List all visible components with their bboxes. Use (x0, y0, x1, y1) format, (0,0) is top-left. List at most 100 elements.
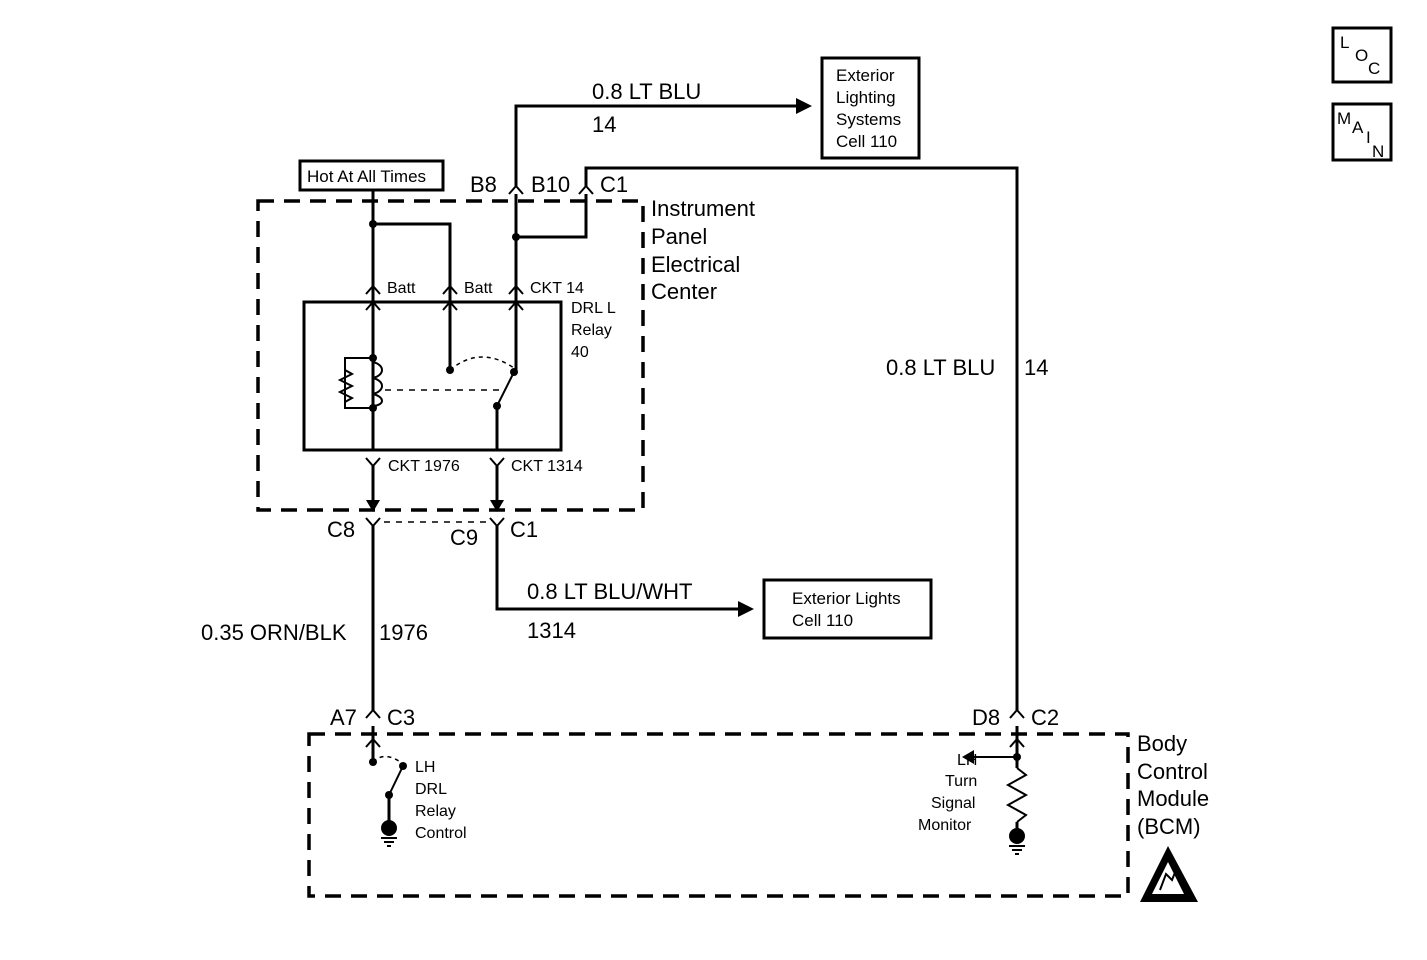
bcm-line: Body (1137, 731, 1187, 756)
arrow-down-icon (366, 500, 380, 512)
relay-label-line: Relay (571, 322, 612, 339)
wire-mid-color: 0.8 LT BLU/WHT (527, 579, 692, 604)
wire-b10-int (516, 194, 588, 239)
box-line: Systems (836, 110, 901, 129)
relay-label-line: 40 (571, 344, 589, 361)
splice-icon (369, 220, 377, 228)
box-line: Cell 110 (836, 132, 897, 151)
ipec-line: Center (651, 279, 717, 304)
wire-ckt14-top (514, 104, 800, 186)
arrow-up-icon (508, 300, 524, 311)
terminal-batt1-label: Batt (387, 280, 416, 297)
connector-pin-icon (365, 517, 381, 528)
connector-pin-icon (1009, 708, 1025, 719)
bcm-boundary (307, 732, 1130, 898)
terminal-icon (508, 284, 524, 295)
loc-letter-l: L (1340, 33, 1349, 52)
connector-pin-icon (508, 184, 524, 195)
connector-pin-icon (489, 517, 505, 528)
connector-pin-icon (365, 708, 381, 719)
terminal-icon (365, 284, 381, 295)
main-letter-a: A (1352, 118, 1364, 137)
loc-letter-c: C (1368, 59, 1380, 78)
main-letter-i: I (1366, 128, 1371, 147)
bcm-line: Module (1137, 786, 1209, 811)
ground-icon (381, 820, 397, 847)
wire-right-color: 0.8 LT BLU (886, 355, 995, 380)
terminal-ckt1314-label: CKT 1314 (511, 458, 583, 475)
splice-icon (512, 233, 520, 241)
connector-c3: C3 (387, 705, 415, 730)
drl-relay[interactable] (302, 300, 563, 452)
connector-c1-top: C1 (600, 172, 628, 197)
wire-right-ckt: 14 (1024, 355, 1048, 380)
arrow-up-icon (1009, 737, 1025, 748)
relay-switch-icon (446, 356, 518, 410)
loc-button[interactable]: L O C (1331, 26, 1393, 84)
connector-c9: C9 (450, 525, 478, 550)
main-letter-n: N (1372, 142, 1384, 161)
connector-d8: D8 (972, 705, 1000, 730)
arrow-right-icon (738, 601, 754, 617)
ground-icon (1009, 828, 1025, 855)
terminal-icon (489, 457, 505, 468)
bcm-label: Body Control Module (BCM) (1137, 731, 1209, 839)
exterior-lighting-systems-box[interactable]: Exterior Lighting Systems Cell 110 (820, 56, 921, 160)
ipec-boundary (256, 199, 645, 512)
lh-drl-switch (365, 726, 407, 822)
connector-pin-icon (578, 184, 594, 195)
box-line: Lighting (836, 88, 896, 107)
connector-c2: C2 (1031, 705, 1059, 730)
box-line: Exterior Lights (792, 589, 901, 608)
lh-drl-label-line: LH (415, 759, 435, 776)
lh-turn-monitor (962, 726, 1029, 832)
bcm-line: (BCM) (1137, 814, 1201, 839)
wire-left-ckt: 1976 (379, 620, 428, 645)
connector-b10: B10 (531, 172, 570, 197)
arrow-up-icon (365, 737, 381, 748)
main-button[interactable]: M A I N (1331, 102, 1393, 162)
ipec-line: Panel (651, 224, 707, 249)
bcm-line: Control (1137, 759, 1208, 784)
hot-label: Hot At All Times (307, 167, 426, 186)
lh-turn-label-line: Signal (931, 795, 975, 812)
exterior-lights-box[interactable]: Exterior Lights Cell 110 (762, 578, 933, 640)
lh-drl-label-line: Control (415, 825, 467, 842)
lh-drl-label-line: Relay (415, 803, 456, 820)
arrow-right-icon (796, 98, 812, 114)
terminal-icon (442, 284, 458, 295)
loc-letter-o: O (1355, 46, 1368, 65)
resistor-icon (1005, 767, 1029, 823)
wire-top-color: 0.8 LT BLU (592, 79, 701, 104)
wire-top-ckt: 14 (592, 112, 616, 137)
arrow-down-icon (490, 500, 504, 512)
lh-turn-label-line: LH (957, 752, 977, 769)
box-line: Cell 110 (792, 611, 853, 630)
terminal-ckt14-label: CKT 14 (530, 280, 584, 297)
terminal-batt2-label: Batt (464, 280, 493, 297)
wire-ckt14-right (584, 166, 1019, 710)
terminal-ckt1976-label: CKT 1976 (388, 458, 460, 475)
ipec-label: Instrument Panel Electrical Center (651, 196, 755, 304)
lh-turn-label-line: Turn (945, 773, 977, 790)
connector-a7: A7 (330, 705, 357, 730)
connector-c8: C8 (327, 517, 355, 542)
wire-1314 (495, 526, 740, 611)
wire-batt2 (373, 222, 452, 296)
wire-mid-ckt: 1314 (527, 618, 576, 643)
main-letter-m: M (1337, 109, 1351, 128)
relay-coil-icon (337, 354, 383, 412)
box-line: Exterior (836, 66, 895, 85)
lh-drl-label-line: DRL (415, 781, 447, 798)
hot-at-all-times-box: Hot At All Times (298, 159, 445, 192)
ipec-line: Electrical (651, 252, 740, 277)
arrow-left-icon (962, 750, 974, 764)
arrow-up-icon (442, 300, 458, 311)
lh-turn-label-line: Monitor (918, 817, 972, 834)
terminal-icon (365, 457, 381, 468)
connector-c1-bottom: C1 (510, 517, 538, 542)
esd-warning-icon (1140, 846, 1198, 902)
arrow-up-icon (365, 300, 381, 311)
relay-label-line: DRL L (571, 300, 616, 317)
